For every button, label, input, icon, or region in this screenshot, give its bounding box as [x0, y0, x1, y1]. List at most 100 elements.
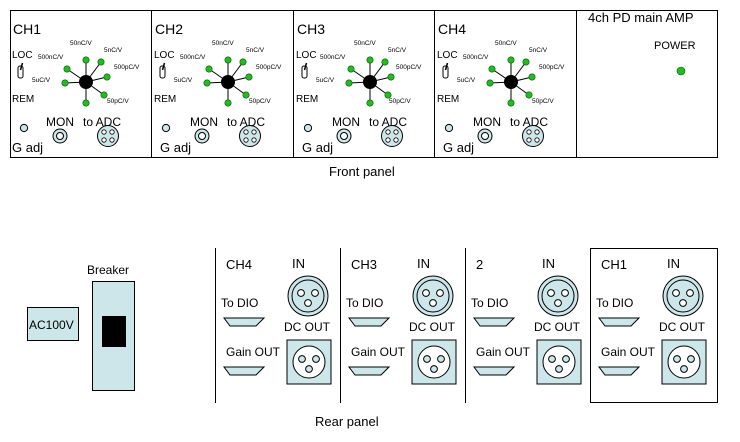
xlr-pin	[547, 289, 555, 297]
ac-inlet	[27, 307, 79, 341]
rear-channel-1-graphics	[223, 275, 332, 385]
dcout-ring	[667, 345, 701, 379]
mon-label: MON	[190, 115, 218, 129]
mon-connector-core	[340, 132, 348, 140]
range-led-icon	[486, 79, 494, 87]
gain-adjust-icon	[19, 123, 29, 133]
loc-label: LOC	[437, 50, 458, 61]
xlr-pin	[672, 289, 680, 297]
gainout-connector-icon	[473, 366, 516, 376]
range-label-50nc: 50nC/V	[354, 40, 376, 47]
front-channel-2: CH2 LOC REM 50nC/V 500nC/V 5nC/V 5uC/V 5…	[152, 10, 294, 158]
adc-pin	[251, 137, 257, 143]
adc-pin	[101, 129, 107, 135]
breaker-switch[interactable]	[92, 281, 135, 391]
dcout-ring	[292, 345, 326, 379]
switch-lever	[161, 62, 166, 71]
rem-label: REM	[437, 94, 460, 105]
range-label-5uc: 5uC/V	[174, 77, 193, 84]
adc-pin	[526, 129, 532, 135]
mon-connector-core	[198, 132, 206, 140]
switch-lever	[444, 62, 449, 71]
front-channels: CH1 LOC REM 50nC/V 500nC/V 5nC/V 5uC/V 5…	[10, 10, 718, 158]
mon-label: MON	[46, 115, 74, 129]
range-label-50pc: 50pC/V	[249, 98, 271, 105]
xlr-pin	[561, 289, 569, 297]
range-label-50pc: 50pC/V	[107, 98, 129, 105]
xlr-in-connector-icon	[537, 275, 579, 317]
range-knob-icon	[79, 75, 93, 89]
todio-connector-icon	[348, 317, 391, 327]
dcout-ring	[417, 345, 451, 379]
range-label-500nc: 500nC/V	[180, 54, 206, 61]
xlr-pin	[297, 289, 305, 297]
adc-pin	[393, 129, 399, 135]
range-led-icon	[522, 58, 530, 66]
adc-pin	[385, 129, 391, 135]
gain-adjust-icon	[303, 123, 313, 133]
adc-pin	[101, 137, 107, 143]
front-channel-1: CH1 LOC REM 50nC/V 500nC/V 5nC/V 5uC/V 5…	[10, 10, 152, 158]
range-led-icon	[507, 99, 515, 107]
todio-label: To DIO	[221, 296, 259, 310]
xlr-in-ring	[416, 279, 450, 313]
front-channel-3-graphics	[301, 56, 403, 147]
adc-pin	[243, 137, 249, 143]
xlr-pin	[686, 289, 694, 297]
xlr-pin	[679, 299, 687, 307]
range-label-50nc: 50nC/V	[495, 40, 517, 47]
rear-power-section: AC100V Breaker	[10, 248, 216, 403]
dcout-pin	[437, 355, 445, 363]
xlr-in-ring	[541, 279, 575, 313]
range-label-500pc: 500pC/V	[256, 64, 282, 71]
range-led-icon	[345, 79, 353, 87]
rem-label: REM	[12, 94, 35, 105]
gainout-label: Gain OUT	[476, 345, 531, 359]
gadj-label: G adj	[12, 140, 44, 155]
adc-pin	[109, 129, 115, 135]
range-label-50nc: 50nC/V	[212, 40, 234, 47]
todio-connector-icon	[473, 317, 516, 327]
gainout-label: Gain OUT	[351, 345, 406, 359]
range-led-icon	[100, 91, 108, 99]
range-label-5uc: 5uC/V	[457, 77, 476, 84]
range-led-icon	[245, 73, 253, 81]
range-led-icon	[507, 56, 515, 64]
adc-pin	[385, 137, 391, 143]
xlr-pin	[311, 289, 319, 297]
range-led-icon	[203, 79, 211, 87]
range-label-5nc: 5nC/V	[529, 47, 548, 54]
range-led-icon	[61, 79, 69, 87]
xlr-pin	[429, 299, 437, 307]
loc-label: LOC	[154, 50, 175, 61]
mon-label: MON	[473, 115, 501, 129]
adc-label: to ADC	[510, 115, 549, 129]
channel-title: CH2	[155, 21, 184, 37]
channel-title: CH4	[438, 21, 467, 37]
range-label-500pc: 500pC/V	[539, 64, 565, 71]
range-knob-icon	[504, 75, 518, 89]
dcout-pin	[423, 355, 431, 363]
ac-label: AC100V	[29, 318, 74, 332]
loc-label: LOC	[296, 50, 317, 61]
gainout-connector-icon	[223, 366, 266, 376]
power-led-icon	[676, 66, 686, 76]
adc-pin	[526, 137, 532, 143]
rear-channel-title: CH1	[601, 257, 628, 272]
loc-label: LOC	[12, 50, 33, 61]
dcout-pin	[548, 355, 556, 363]
adc-label: to ADC	[83, 115, 122, 129]
channel-title: CH1	[13, 21, 42, 37]
gadj-label: G adj	[443, 140, 475, 155]
in-label: IN	[667, 256, 680, 271]
rear-channel-2-graphics	[348, 275, 457, 385]
in-label: IN	[542, 256, 555, 271]
rem-label: REM	[154, 94, 177, 105]
adc-label: to ADC	[227, 115, 266, 129]
dcout-label: DC OUT	[284, 320, 330, 334]
range-label-50nc: 50nC/V	[70, 40, 92, 47]
range-label-500nc: 500nC/V	[38, 54, 64, 61]
xlr-pin	[554, 299, 562, 307]
dcout-pin	[555, 365, 563, 373]
